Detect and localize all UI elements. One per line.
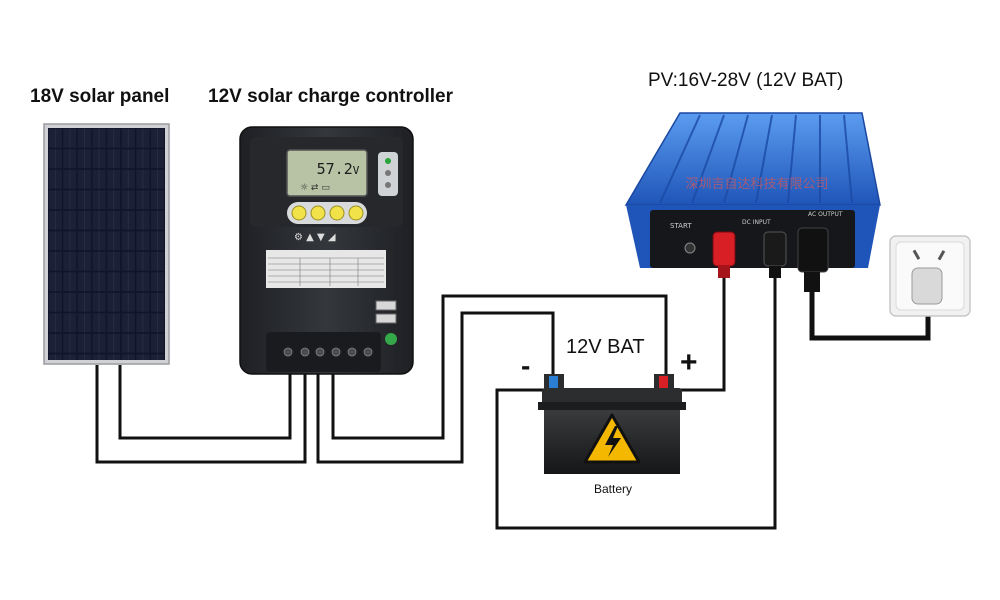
wire-panel-negative <box>95 365 307 464</box>
wire-controller-battery-a <box>331 294 668 440</box>
ac-output-plug <box>797 227 829 273</box>
battery-minus-label: - <box>521 350 531 381</box>
battery: Battery <box>538 374 686 496</box>
controller-lcd <box>286 149 368 197</box>
wire-battery-negative-inverter <box>495 278 777 530</box>
wall-socket <box>889 235 971 317</box>
controller-button-1 <box>291 205 307 221</box>
charge-controller: 57.2V ☼ ⇄ ▭ ⚙ ▲ ▼ ◢ <box>239 126 414 375</box>
grid-tie-inverter: 深圳吉自达科技有限公司 START DC INPUT AC OUTPUT <box>624 112 881 292</box>
solar-panel <box>43 123 170 365</box>
wire-controller-battery-b <box>316 311 555 464</box>
dc-positive-terminal <box>712 231 736 267</box>
charge-controller-label: 12V solar charge controller <box>208 86 453 107</box>
battery-brand-text: Battery <box>594 482 632 496</box>
solar-panel-label: 18V solar panel <box>30 86 170 107</box>
wire-panel-positive <box>118 365 292 440</box>
spec-plate <box>266 250 386 288</box>
wire-battery-positive-inverter <box>666 278 726 392</box>
wire-ac-plug <box>809 290 931 341</box>
dc-negative-terminal <box>763 231 787 267</box>
wires <box>95 278 931 530</box>
battery-voltage-label: 12V BAT <box>566 336 645 358</box>
inverter-spec-label: PV:16V-28V (12V BAT) <box>648 70 844 91</box>
svg-text:START: START <box>670 222 692 230</box>
controller-button-3 <box>329 205 345 221</box>
svg-text:AC OUTPUT: AC OUTPUT <box>808 211 843 218</box>
controller-button-2 <box>310 205 326 221</box>
lcd-reading: 57.2V <box>317 160 360 178</box>
controller-button-4 <box>348 205 364 221</box>
svg-text:⚙ ▲ ▼ ◢: ⚙ ▲ ▼ ◢ <box>294 232 336 243</box>
battery-plus-label: + <box>680 346 698 379</box>
svg-text:☼ ⇄ ▭: ☼ ⇄ ▭ <box>300 183 330 193</box>
socket-plug <box>911 267 943 305</box>
svg-text:DC INPUT: DC INPUT <box>742 219 771 226</box>
inverter-watermark: 深圳吉自达科技有限公司 <box>685 177 828 192</box>
